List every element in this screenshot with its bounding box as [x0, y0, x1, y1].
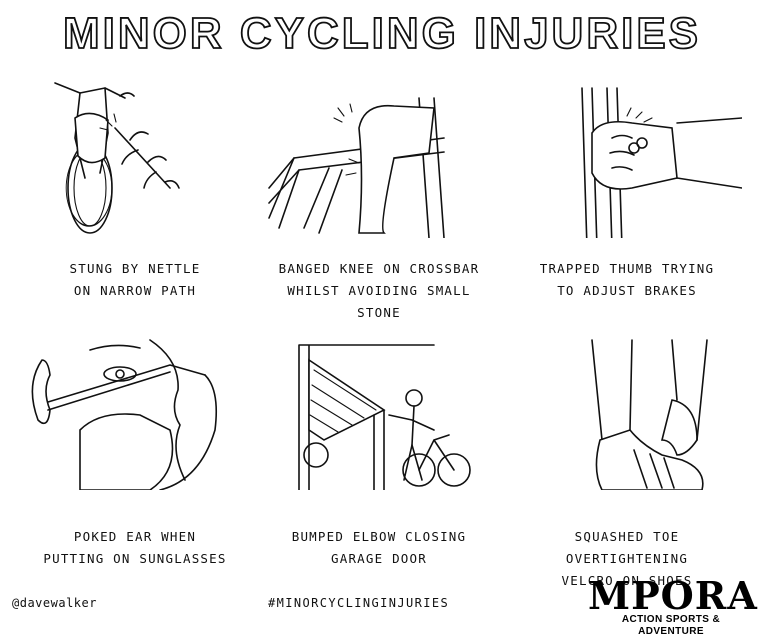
panel-caption: BUMPED ELBOW CLOSING GARAGE DOOR [291, 529, 467, 566]
hashtag: #MINORCYCLINGINJURIES [268, 596, 450, 610]
mpora-logo: MPORA ACTION SPORTS & ADVENTURE [588, 573, 758, 638]
panel-nettle: STUNG BY NETTLE ON NARROW PATH [20, 78, 250, 298]
author-handle: @davewalker [12, 596, 97, 610]
panel-caption: BANGED KNEE ON CROSSBAR WHILST AVOIDING … [278, 261, 480, 320]
page-title-text: MINOR CYCLING INJURIES [63, 9, 701, 58]
page-title: MINOR CYCLING INJURIES [62, 8, 701, 59]
brake-icon [581, 87, 742, 238]
panel-knee: BANGED KNEE ON CROSSBAR WHILST AVOIDING … [264, 78, 494, 320]
panel-caption: STUNG BY NETTLE ON NARROW PATH [69, 261, 201, 298]
panel-caption: SQUASHED TOE OVERTIGHTENING VELCRO ON SH… [561, 529, 693, 588]
logo-word: MPORA [588, 573, 758, 618]
nettle-icon [54, 82, 180, 234]
knee-icon [268, 97, 445, 238]
panel-sunglasses: POKED EAR WHEN PUTTING ON SUNGLASSES [20, 330, 250, 566]
panel-brake: TRAPPED THUMB TRYING TO ADJUST BRAKES [512, 78, 742, 298]
garage-icon [298, 344, 471, 490]
shoe-icon [591, 339, 708, 490]
panel-caption: TRAPPED THUMB TRYING TO ADJUST BRAKES [539, 261, 715, 298]
panel-caption: POKED EAR WHEN PUTTING ON SUNGLASSES [43, 529, 227, 566]
panel-garage: BUMPED ELBOW CLOSING GARAGE DOOR [264, 330, 494, 566]
sunglasses-icon [31, 339, 218, 490]
panel-shoe: SQUASHED TOE OVERTIGHTENING VELCRO ON SH… [512, 330, 742, 588]
